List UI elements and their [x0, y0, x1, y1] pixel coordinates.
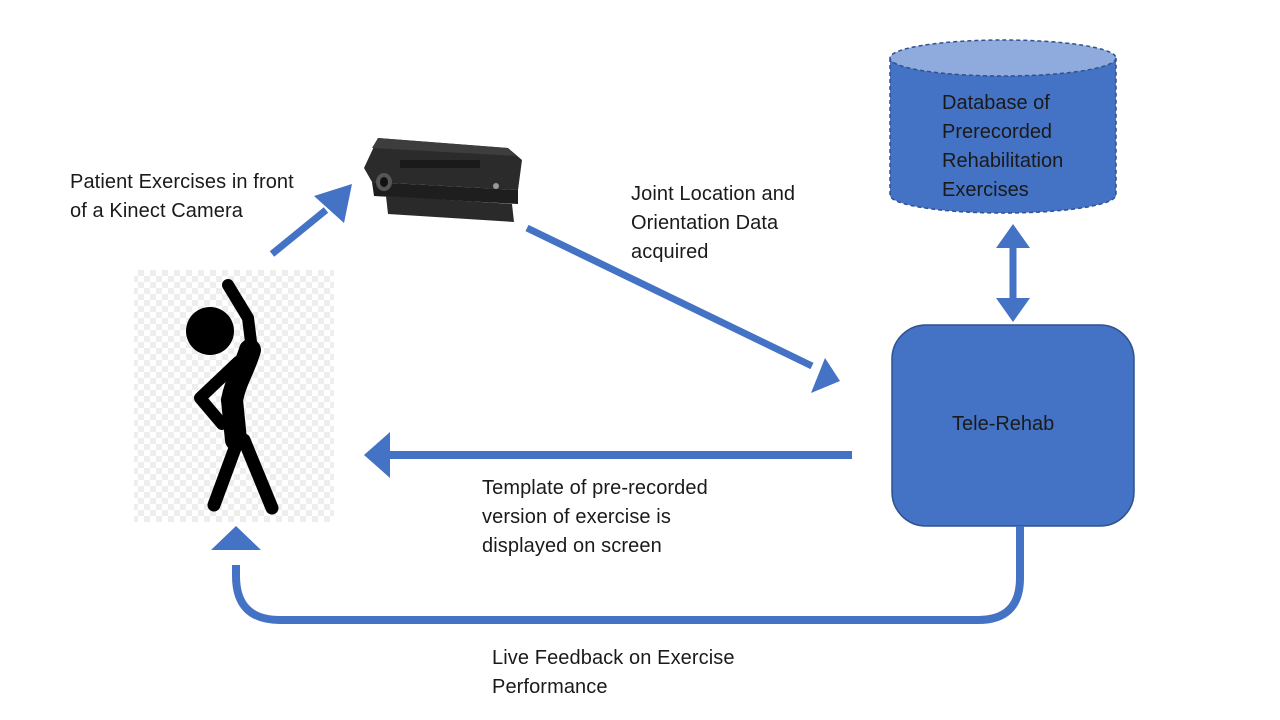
template-label-line: displayed on screen	[482, 535, 662, 557]
database-label-line: Database of	[942, 92, 1050, 114]
arrow-telerehab-to-person	[364, 432, 852, 478]
joint-data-label-line: Orientation Data	[631, 212, 779, 234]
template-label-line: Template of pre-recorded	[482, 477, 708, 499]
joint-data-label-line: acquired	[631, 241, 709, 263]
arrow-live-feedback	[211, 526, 1024, 624]
arrow-person-to-camera	[269, 184, 352, 257]
database-label-line: Prerecorded	[942, 121, 1053, 143]
database-label-line: Rehabilitation	[942, 150, 1064, 172]
patient-label-line: Patient Exercises in front	[70, 171, 294, 193]
joint-data-label: Joint Location and Orientation Data acqu…	[631, 180, 795, 267]
arrow-database-telerehab	[996, 224, 1030, 322]
patient-label-line: of a Kinect Camera	[70, 200, 243, 222]
database-node	[889, 39, 1117, 214]
template-label-line: version of exercise is	[482, 506, 671, 528]
feedback-label-line: Live Feedback on Exercise	[492, 647, 735, 669]
template-label: Template of pre-recorded version of exer…	[482, 474, 708, 561]
arrow-camera-to-telerehab	[525, 224, 840, 393]
database-label-line: Exercises	[942, 179, 1029, 201]
database-label: Database of Prerecorded Rehabilitation E…	[942, 89, 1063, 205]
joint-data-label-line: Joint Location and	[631, 183, 796, 205]
feedback-label: Live Feedback on Exercise Performance	[492, 644, 735, 702]
person-exercising-icon	[186, 279, 279, 515]
feedback-label-line: Performance	[492, 676, 608, 698]
patient-label: Patient Exercises in front of a Kinect C…	[70, 168, 294, 226]
tele-rehab-label: Tele-Rehab	[952, 413, 1055, 435]
tele-rehab-node	[891, 324, 1135, 527]
kinect-camera-icon	[364, 138, 522, 222]
